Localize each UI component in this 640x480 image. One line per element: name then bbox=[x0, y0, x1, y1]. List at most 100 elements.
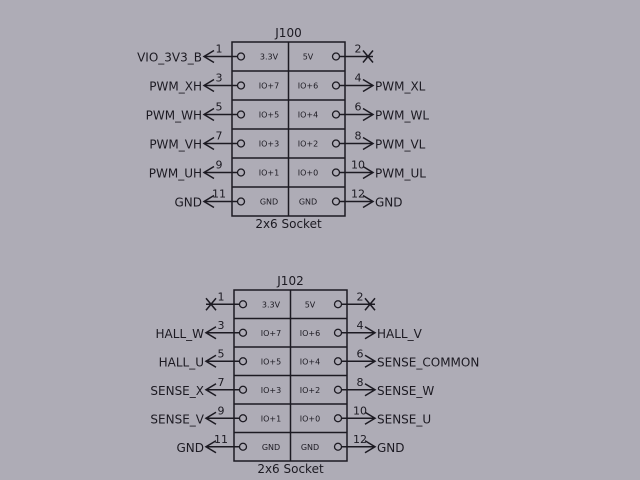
net-label: SENSE_W bbox=[377, 384, 434, 398]
pin-number: 8 bbox=[357, 376, 364, 389]
pin-function: IO+2 bbox=[298, 140, 318, 149]
net-label: SENSE_V bbox=[150, 412, 204, 426]
pin-function: IO+4 bbox=[298, 111, 318, 120]
net-label: PWM_VL bbox=[375, 138, 426, 152]
net-label: GND bbox=[377, 441, 405, 455]
net-label: PWM_XL bbox=[375, 80, 426, 94]
pin-pad bbox=[236, 110, 246, 119]
arrow-left-icon bbox=[202, 136, 215, 151]
pin-number: 5 bbox=[218, 347, 225, 360]
net-label: GND bbox=[176, 441, 204, 455]
pin-function: 5V bbox=[305, 300, 316, 309]
pin-function: IO+5 bbox=[259, 111, 279, 120]
arrow-right-icon bbox=[364, 411, 377, 425]
net-label: HALL_U bbox=[159, 355, 204, 369]
pin-function: IO+4 bbox=[300, 357, 320, 366]
net-label: SENSE_COMMON bbox=[377, 355, 479, 369]
no-connect-icon bbox=[362, 50, 374, 63]
pin-pad bbox=[333, 328, 343, 337]
pin-function: IO+3 bbox=[259, 140, 279, 149]
arrow-left-icon bbox=[204, 411, 217, 425]
pin-number: 12 bbox=[351, 188, 365, 201]
pin-function: 3.3V bbox=[260, 53, 279, 62]
pin-number: 11 bbox=[212, 188, 226, 201]
pin-function: IO+1 bbox=[259, 169, 279, 178]
pin-pad bbox=[333, 414, 343, 423]
pin-pad bbox=[236, 168, 246, 177]
pin-pad bbox=[333, 385, 343, 394]
pin-pad bbox=[331, 139, 341, 148]
pin-pad bbox=[238, 414, 248, 423]
arrow-left-icon bbox=[202, 49, 215, 64]
net-label: HALL_W bbox=[156, 327, 205, 341]
pin-number: 1 bbox=[216, 43, 223, 56]
pin-number: 3 bbox=[218, 319, 225, 332]
net-label: HALL_V bbox=[377, 327, 423, 341]
pin-pad bbox=[238, 357, 248, 366]
net-label: VIO_3V3_B bbox=[137, 51, 202, 65]
pin-function: IO+3 bbox=[261, 386, 281, 395]
pin-number: 7 bbox=[218, 376, 225, 389]
pin-number: 2 bbox=[357, 290, 364, 303]
arrow-left-icon bbox=[202, 165, 215, 180]
net-label: GND bbox=[174, 196, 202, 210]
pin-function: IO+0 bbox=[298, 169, 318, 178]
pin-number: 8 bbox=[355, 130, 362, 143]
net-label: PWM_VH bbox=[149, 138, 202, 152]
net-label: GND bbox=[375, 196, 403, 210]
pin-function: IO+1 bbox=[261, 414, 281, 423]
pin-function: IO+2 bbox=[300, 386, 320, 395]
arrow-right-icon bbox=[362, 107, 375, 122]
pin-function: IO+6 bbox=[300, 329, 320, 338]
pin-function: 5V bbox=[303, 53, 314, 62]
pin-pad bbox=[238, 300, 248, 309]
pin-function: GND bbox=[262, 443, 280, 452]
arrow-left-icon bbox=[202, 194, 215, 209]
arrow-left-icon bbox=[204, 326, 217, 340]
pin-number: 12 bbox=[353, 433, 367, 446]
arrow-right-icon bbox=[364, 383, 377, 397]
net-label: PWM_WH bbox=[146, 109, 202, 123]
no-connect-icon bbox=[364, 297, 376, 311]
pin-function: IO+7 bbox=[261, 329, 281, 338]
pin-number: 5 bbox=[216, 101, 223, 114]
pin-number: 2 bbox=[355, 43, 362, 56]
pin-pad bbox=[331, 81, 341, 90]
net-label: PWM_UH bbox=[149, 167, 202, 181]
pin-pad bbox=[236, 52, 246, 61]
pin-number: 4 bbox=[355, 72, 362, 85]
net-label: PWM_WL bbox=[375, 109, 429, 123]
net-label: SENSE_X bbox=[150, 384, 204, 398]
pin-number: 6 bbox=[355, 101, 362, 114]
arrow-left-icon bbox=[202, 78, 215, 93]
pin-function: GND bbox=[299, 198, 317, 207]
pin-pad bbox=[238, 328, 248, 337]
pin-function: 3.3V bbox=[262, 300, 281, 309]
pin-pad bbox=[331, 110, 341, 119]
arrow-right-icon bbox=[362, 194, 375, 209]
connector-ref: J100 bbox=[274, 26, 301, 40]
pin-number: 10 bbox=[351, 159, 365, 172]
pin-pad bbox=[331, 197, 341, 206]
arrow-right-icon bbox=[362, 165, 375, 180]
pin-function: IO+7 bbox=[259, 82, 279, 91]
arrow-right-icon bbox=[364, 440, 377, 454]
connector-footprint: 2x6 Socket bbox=[257, 462, 324, 476]
pin-pad bbox=[333, 442, 343, 451]
pin-function: GND bbox=[260, 198, 278, 207]
pin-function: GND bbox=[301, 443, 319, 452]
pin-function: IO+6 bbox=[298, 82, 318, 91]
pin-number: 4 bbox=[357, 319, 364, 332]
arrow-right-icon bbox=[364, 354, 377, 368]
no-connect-icon bbox=[205, 297, 217, 311]
